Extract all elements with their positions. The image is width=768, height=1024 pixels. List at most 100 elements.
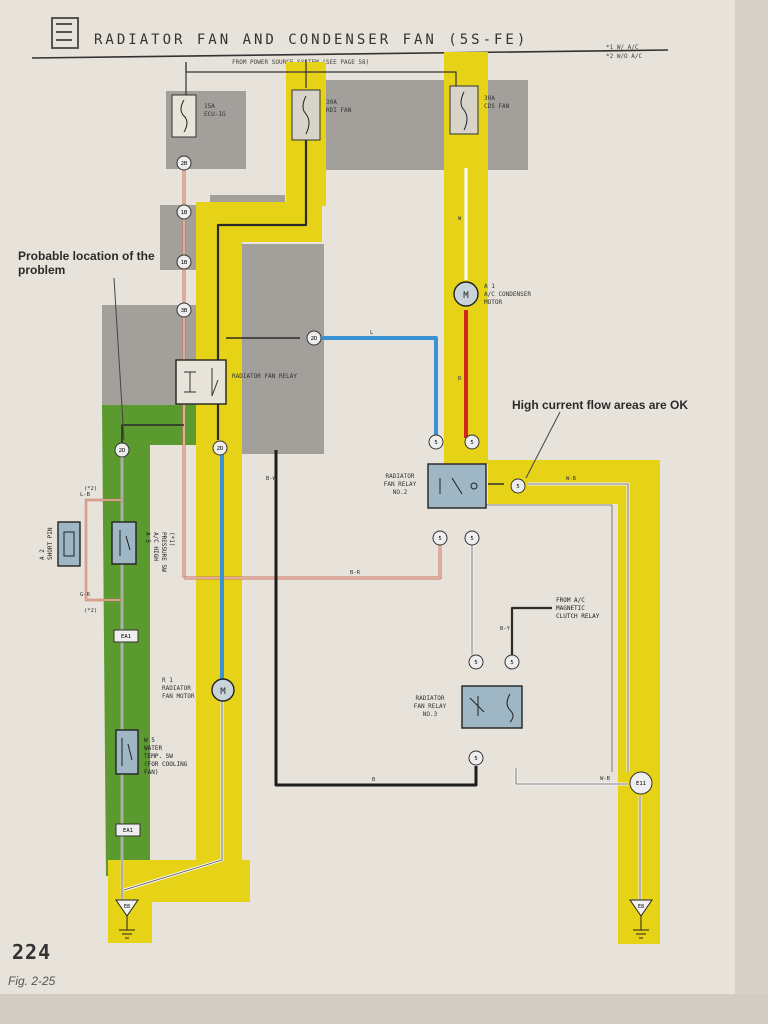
connector-5-b: 5 bbox=[464, 434, 480, 450]
svg-text:A 2: A 2 bbox=[39, 549, 46, 560]
manual-logo-icon bbox=[51, 17, 79, 49]
connector-ea1-a: EA1 bbox=[113, 629, 139, 643]
fuse-1-rating: 15A bbox=[204, 103, 215, 110]
figure-caption: Fig. 2-25 bbox=[8, 974, 56, 988]
wire-blue-l bbox=[322, 336, 438, 435]
ground-right-icon: E8 bbox=[629, 899, 653, 939]
svg-text:5: 5 bbox=[438, 536, 441, 542]
connector-3b: 3B bbox=[176, 302, 192, 318]
svg-text:2B: 2B bbox=[181, 161, 188, 167]
connector-1b-b: 1B bbox=[176, 254, 192, 270]
svg-text:G-R: G-R bbox=[80, 592, 91, 598]
svg-text:1B: 1B bbox=[181, 260, 188, 266]
svg-text:A 1: A 1 bbox=[484, 283, 495, 290]
connector-2d-b: 2D bbox=[114, 442, 130, 458]
problem-pointer bbox=[113, 277, 125, 441]
condenser-motor: M A 1 A/C CONDENSER MOTOR bbox=[453, 281, 531, 307]
svg-text:(FOR COOLING: (FOR COOLING bbox=[144, 761, 188, 768]
svg-text:RADIATOR: RADIATOR bbox=[162, 685, 191, 692]
svg-text:L-B: L-B bbox=[80, 492, 91, 498]
svg-text:TEMP. SW: TEMP. SW bbox=[144, 753, 173, 760]
fuses: 15A ECU-IG 30A RDI FAN 30A CDS FAN bbox=[171, 85, 510, 141]
svg-text:FROM A/C: FROM A/C bbox=[556, 597, 585, 604]
svg-text:PRESSURE SW: PRESSURE SW bbox=[160, 532, 167, 572]
svg-text:B-R: B-R bbox=[350, 570, 361, 576]
high-pressure-switch: A 5 A/C HIGH PRESSURE SW (*1) bbox=[111, 521, 175, 572]
svg-text:5: 5 bbox=[474, 756, 477, 762]
svg-text:B-Y: B-Y bbox=[500, 626, 511, 632]
svg-text:FAN): FAN) bbox=[144, 769, 158, 776]
svg-text:NO.3: NO.3 bbox=[423, 711, 438, 718]
svg-text:(*1): (*1) bbox=[168, 532, 175, 546]
svg-text:EA1: EA1 bbox=[123, 828, 133, 834]
connector-ea1-b: EA1 bbox=[115, 823, 141, 837]
connector-2d-c: 2D bbox=[212, 440, 228, 456]
svg-text:FAN RELAY: FAN RELAY bbox=[414, 703, 447, 710]
svg-text:MAGNETIC: MAGNETIC bbox=[556, 605, 585, 612]
clutch-relay-label: FROM A/C MAGNETIC CLUTCH RELAY bbox=[556, 597, 600, 620]
svg-text:E8: E8 bbox=[638, 904, 644, 910]
shade-relay-right bbox=[242, 244, 324, 454]
water-temp-switch: W 5 WATER TEMP. SW (FOR COOLING FAN) bbox=[115, 729, 188, 776]
svg-text:M: M bbox=[463, 291, 469, 301]
connector-5-c: 5 bbox=[510, 478, 526, 494]
svg-text:5: 5 bbox=[510, 660, 513, 666]
fuse-3-rating: 30A bbox=[484, 95, 495, 102]
components: RADIATOR FAN RELAY RADIATOR FAN RELAY NO… bbox=[39, 281, 600, 776]
svg-text:5: 5 bbox=[470, 536, 473, 542]
connector-5-d: 5 bbox=[432, 530, 448, 546]
fan-relay-label: RADIATOR FAN RELAY bbox=[232, 373, 297, 380]
svg-text:NO.2: NO.2 bbox=[393, 489, 408, 496]
radiator-fan-motor: M R 1 RADIATOR FAN MOTOR bbox=[162, 677, 235, 702]
fuse-2-name: RDI FAN bbox=[326, 107, 352, 114]
svg-text:5: 5 bbox=[516, 484, 519, 490]
wire-labels: L R W-B B-R B G-R B-Y L-B W B-W (*2) (*2… bbox=[80, 216, 611, 783]
shade-fuse-area bbox=[326, 80, 528, 170]
svg-text:M: M bbox=[220, 687, 226, 697]
page-bottom-shadow bbox=[0, 994, 768, 1024]
fuse-rdi-fan bbox=[291, 89, 321, 141]
header: RADIATOR FAN AND CONDENSER FAN (5S-FE) *… bbox=[31, 17, 669, 66]
connector-5-e: 5 bbox=[464, 530, 480, 546]
diagram-title: RADIATOR FAN AND CONDENSER FAN (5S-FE) bbox=[94, 32, 528, 48]
svg-text:A/C CONDENSER: A/C CONDENSER bbox=[484, 291, 531, 298]
connector-5-h: 5 bbox=[468, 750, 484, 766]
svg-text:(*2): (*2) bbox=[84, 486, 97, 492]
title-rule bbox=[31, 49, 669, 59]
svg-text:W 5: W 5 bbox=[144, 737, 155, 744]
fuse-2-rating: 30A bbox=[326, 99, 337, 106]
wire-w-b-ground bbox=[528, 482, 630, 772]
wire-black-b bbox=[274, 450, 478, 787]
svg-text:W-B: W-B bbox=[566, 476, 577, 482]
short-pin: A 2 SHORT PIN bbox=[39, 521, 81, 567]
svg-text:2D: 2D bbox=[311, 336, 318, 342]
ground-left-icon: E8 bbox=[115, 899, 139, 939]
connectors: 2B 1B 1B 3B 2D 2D 2D 5 5 5 5 5 5 5 5 E11… bbox=[113, 155, 653, 837]
connector-5-f: 5 bbox=[468, 654, 484, 670]
connector-2d-a: 2D bbox=[306, 330, 322, 346]
svg-text:MOTOR: MOTOR bbox=[484, 299, 502, 306]
connector-e11: E11 bbox=[629, 771, 653, 795]
svg-text:RADIATOR: RADIATOR bbox=[386, 473, 415, 480]
connector-2b: 2B bbox=[176, 155, 192, 171]
svg-text:E11: E11 bbox=[636, 781, 646, 787]
radiator-fan-relay-no3: RADIATOR FAN RELAY NO.3 bbox=[414, 685, 523, 729]
page-number: 224 bbox=[12, 940, 52, 964]
svg-text:EA1: EA1 bbox=[121, 634, 131, 640]
fuse-1-name: ECU-IG bbox=[204, 111, 226, 118]
svg-text:L: L bbox=[370, 330, 374, 336]
svg-text:FAN RELAY: FAN RELAY bbox=[384, 481, 417, 488]
callout-problem-location: Probable location of the problem bbox=[18, 249, 155, 277]
high-current-highlight bbox=[108, 52, 660, 944]
svg-text:R 1: R 1 bbox=[162, 677, 173, 684]
connector-1b-a: 1B bbox=[176, 204, 192, 220]
svg-text:3B: 3B bbox=[181, 308, 188, 314]
svg-text:SHORT PIN: SHORT PIN bbox=[47, 527, 54, 560]
svg-text:WATER: WATER bbox=[144, 745, 162, 752]
svg-text:RADIATOR: RADIATOR bbox=[416, 695, 445, 702]
radiator-fan-relay: RADIATOR FAN RELAY bbox=[175, 359, 297, 405]
svg-text:1B: 1B bbox=[181, 210, 188, 216]
radiator-fan-relay-no2: RADIATOR FAN RELAY NO.2 bbox=[384, 463, 487, 509]
svg-text:5: 5 bbox=[470, 440, 473, 446]
